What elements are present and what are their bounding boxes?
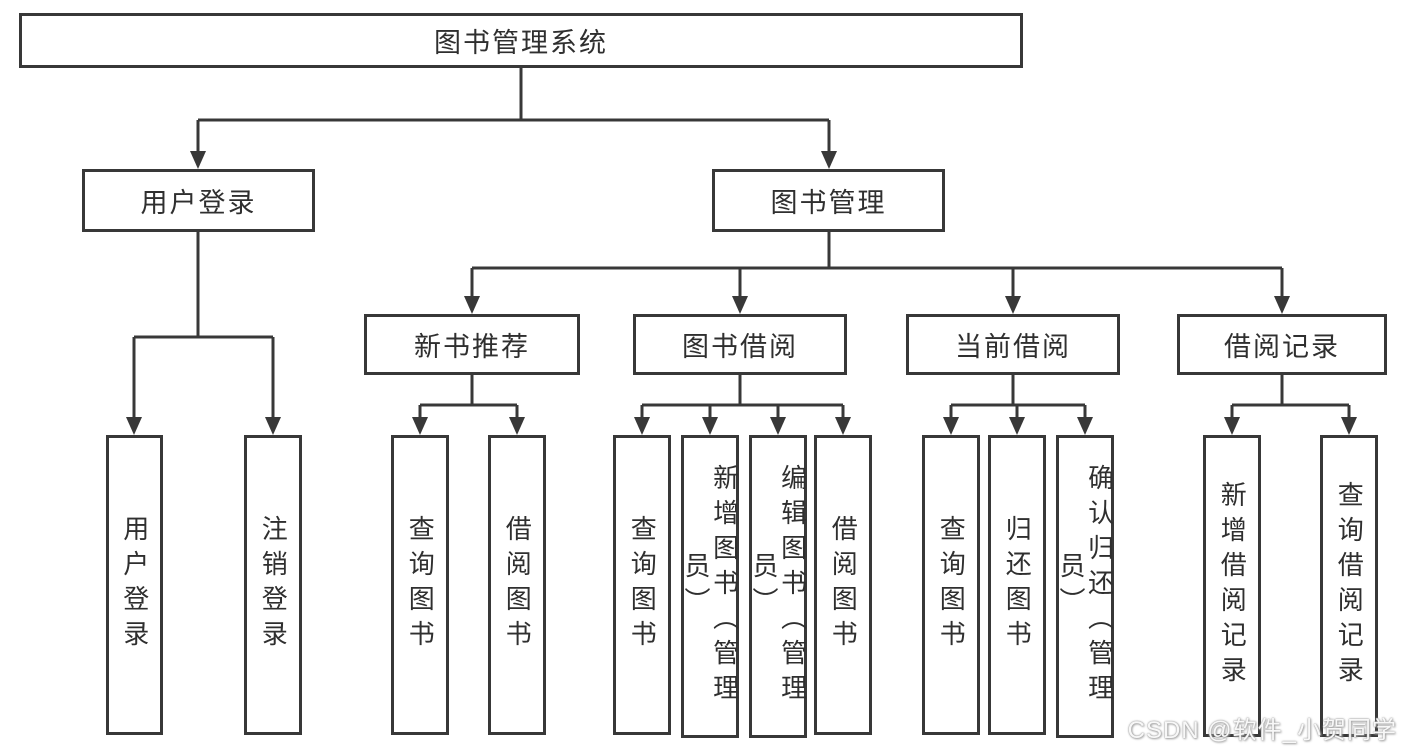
node-user-login-branch: 用户登录 — [82, 169, 315, 232]
leaf-edit-books-admin: 编辑图书（管理员） — [749, 435, 808, 738]
connector-lines — [132, 68, 1351, 417]
leaf-borrow-books-recommend: 借阅图书 — [488, 435, 546, 735]
node-book-management-branch: 图书管理 — [712, 169, 945, 232]
leaf-user-login: 用户登录 — [106, 435, 163, 735]
leaf-logout: 注销登录 — [244, 435, 302, 735]
leaf-return-books: 归还图书 — [988, 435, 1046, 735]
leaf-confirm-return-admin: 确认归还（管理员） — [1056, 435, 1115, 738]
node-library-management-system: 图书管理系统 — [19, 13, 1023, 68]
leaf-borrow-books: 借阅图书 — [814, 435, 872, 735]
leaf-add-borrow-record: 新增借阅记录 — [1203, 435, 1261, 737]
node-book-borrowing: 图书借阅 — [633, 314, 847, 375]
leaf-query-books-recommend: 查询图书 — [391, 435, 449, 735]
connector-arrowheads — [126, 151, 1357, 435]
leaf-query-books-borrowing: 查询图书 — [613, 435, 671, 735]
leaf-query-books-current: 查询图书 — [922, 435, 980, 735]
leaf-add-books-admin: 新增图书（管理员） — [681, 435, 740, 738]
leaf-query-borrow-record: 查询借阅记录 — [1320, 435, 1378, 737]
node-borrowing-records: 借阅记录 — [1177, 314, 1387, 375]
node-new-book-recommendation: 新书推荐 — [364, 314, 580, 375]
node-current-borrowing: 当前借阅 — [906, 314, 1120, 375]
